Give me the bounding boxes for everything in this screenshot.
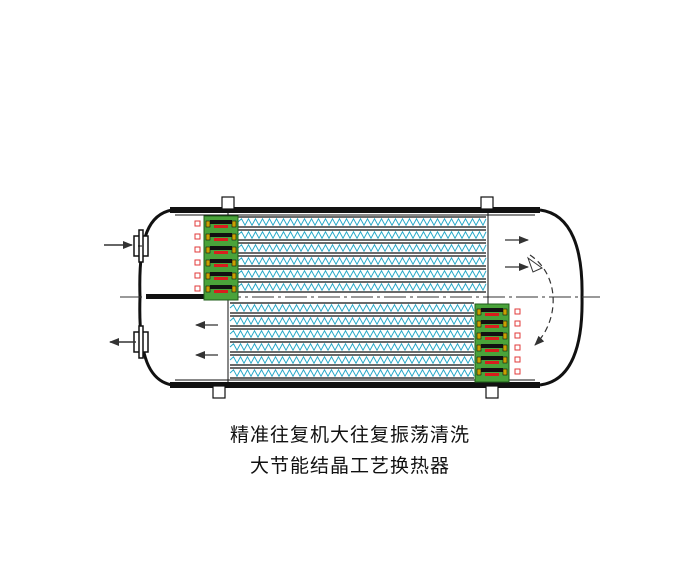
reciprocating-plunger [194,259,237,267]
curved-arrow-icon [526,256,544,273]
reciprocating-plunger [476,356,521,364]
left-tubesheet-flange [212,196,235,399]
reciprocating-plunger [194,285,237,293]
heat-exchange-tube [229,341,475,353]
curved-arrow-icon [529,254,554,346]
pass-partition-plate [146,294,230,299]
reciprocating-plunger [194,220,237,228]
caption-line-1: 精准往复机大往复振荡清洗 [229,424,470,446]
heat-exchange-tube [229,328,475,340]
upper-tube-bundle [237,216,487,293]
reciprocating-plunger [476,368,521,376]
heat-exchange-tube [237,216,487,228]
heat-exchange-tube [237,242,487,254]
heat-exchange-tube [229,354,475,366]
reciprocating-plunger [194,272,237,280]
right-tubesheet-flange [480,196,499,399]
reciprocating-plunger [476,308,521,316]
inlet-nozzle [133,229,149,263]
heat-exchange-tube [237,281,487,293]
left-tube-sheet-mechanism [194,215,239,301]
heat-exchange-tube [229,302,475,314]
reciprocating-plunger [476,344,521,352]
right-tube-sheet-mechanism [474,303,521,383]
reciprocating-plunger [194,233,237,241]
reciprocating-plunger [194,246,237,254]
heat-exchange-tube [237,268,487,280]
reciprocating-plunger [476,332,521,340]
caption-line-2: 大节能结晶工艺换热器 [249,455,450,477]
lower-tube-bundle [229,302,475,379]
heat-exchange-tube [237,255,487,267]
heat-exchange-tube [229,315,475,327]
outlet-nozzle [133,325,149,359]
heat-exchange-tube [229,367,475,379]
heat-exchange-tube [237,229,487,241]
reciprocating-plunger [476,320,521,328]
